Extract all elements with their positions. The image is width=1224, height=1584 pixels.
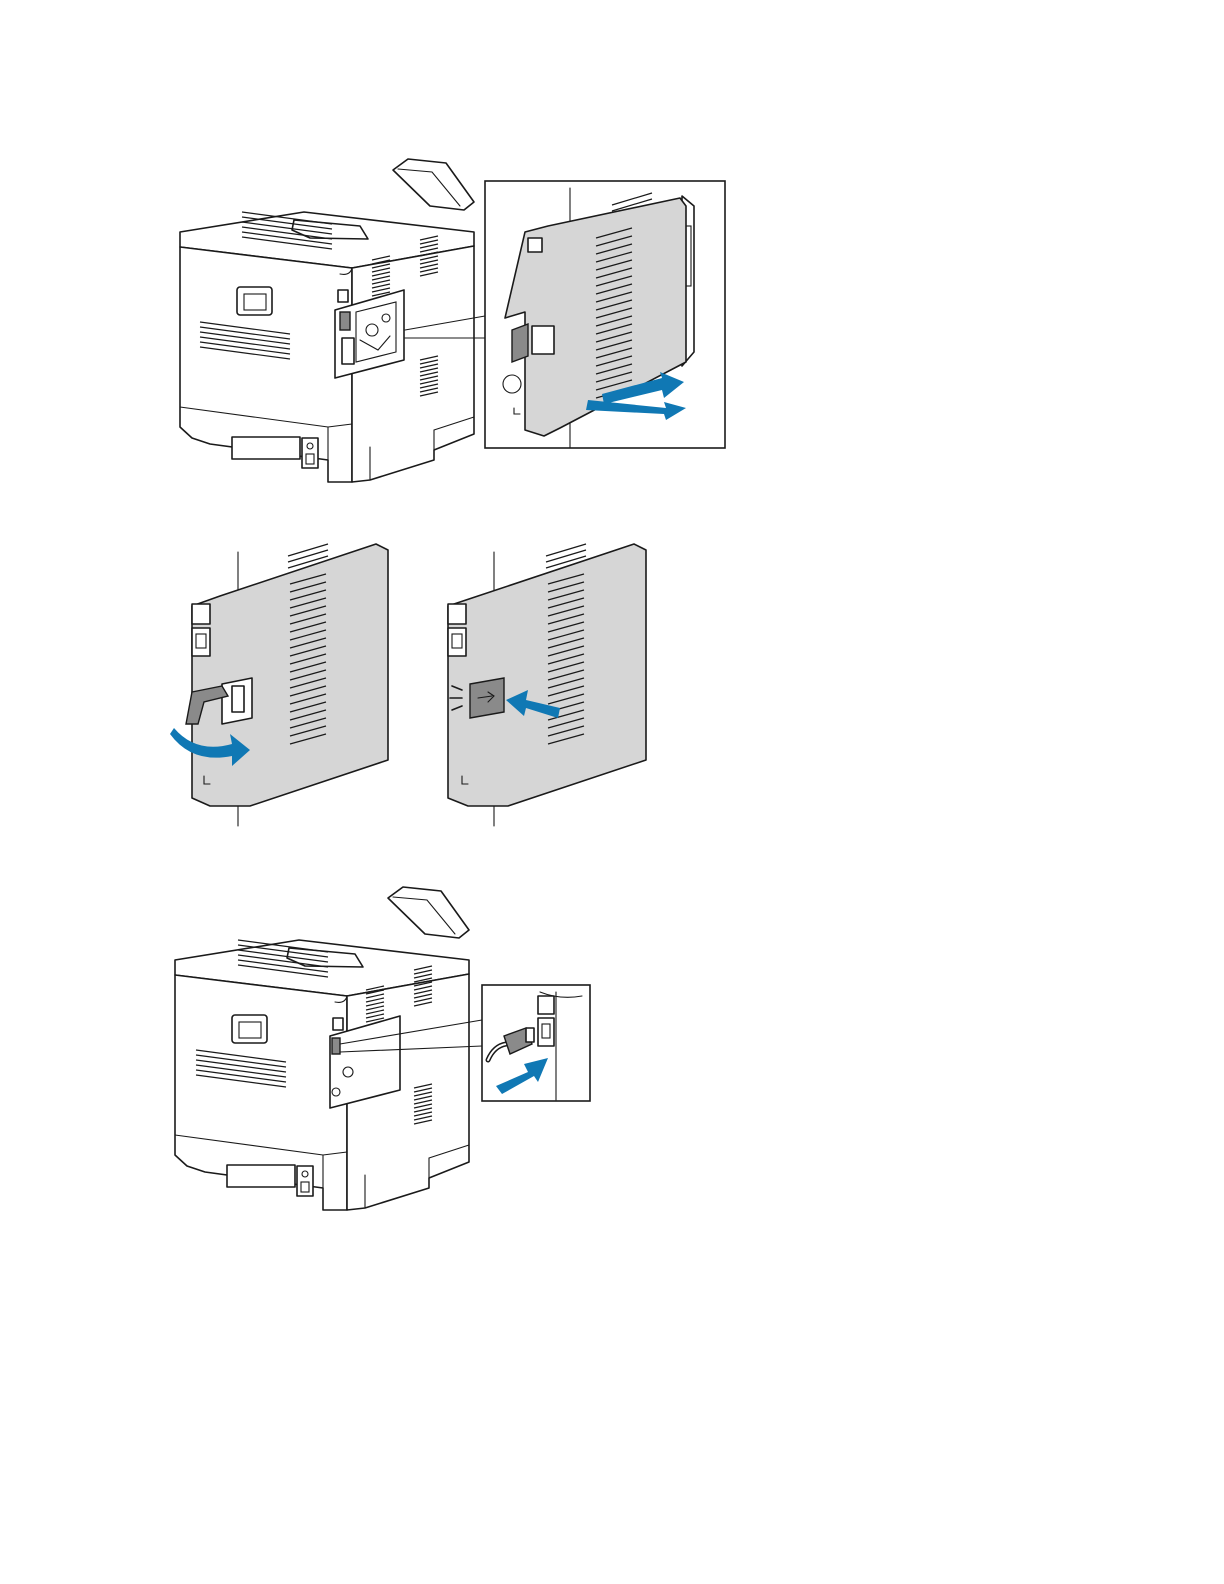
step-4-detail-box xyxy=(482,985,590,1101)
step-4-printer-rear xyxy=(175,887,482,1210)
step-1-printer-rear xyxy=(180,159,485,482)
latch-closed xyxy=(470,678,504,718)
step-3-cover-closed xyxy=(448,544,646,826)
step-2-cover-latch xyxy=(170,544,388,826)
step-1-detail-box xyxy=(485,181,725,448)
